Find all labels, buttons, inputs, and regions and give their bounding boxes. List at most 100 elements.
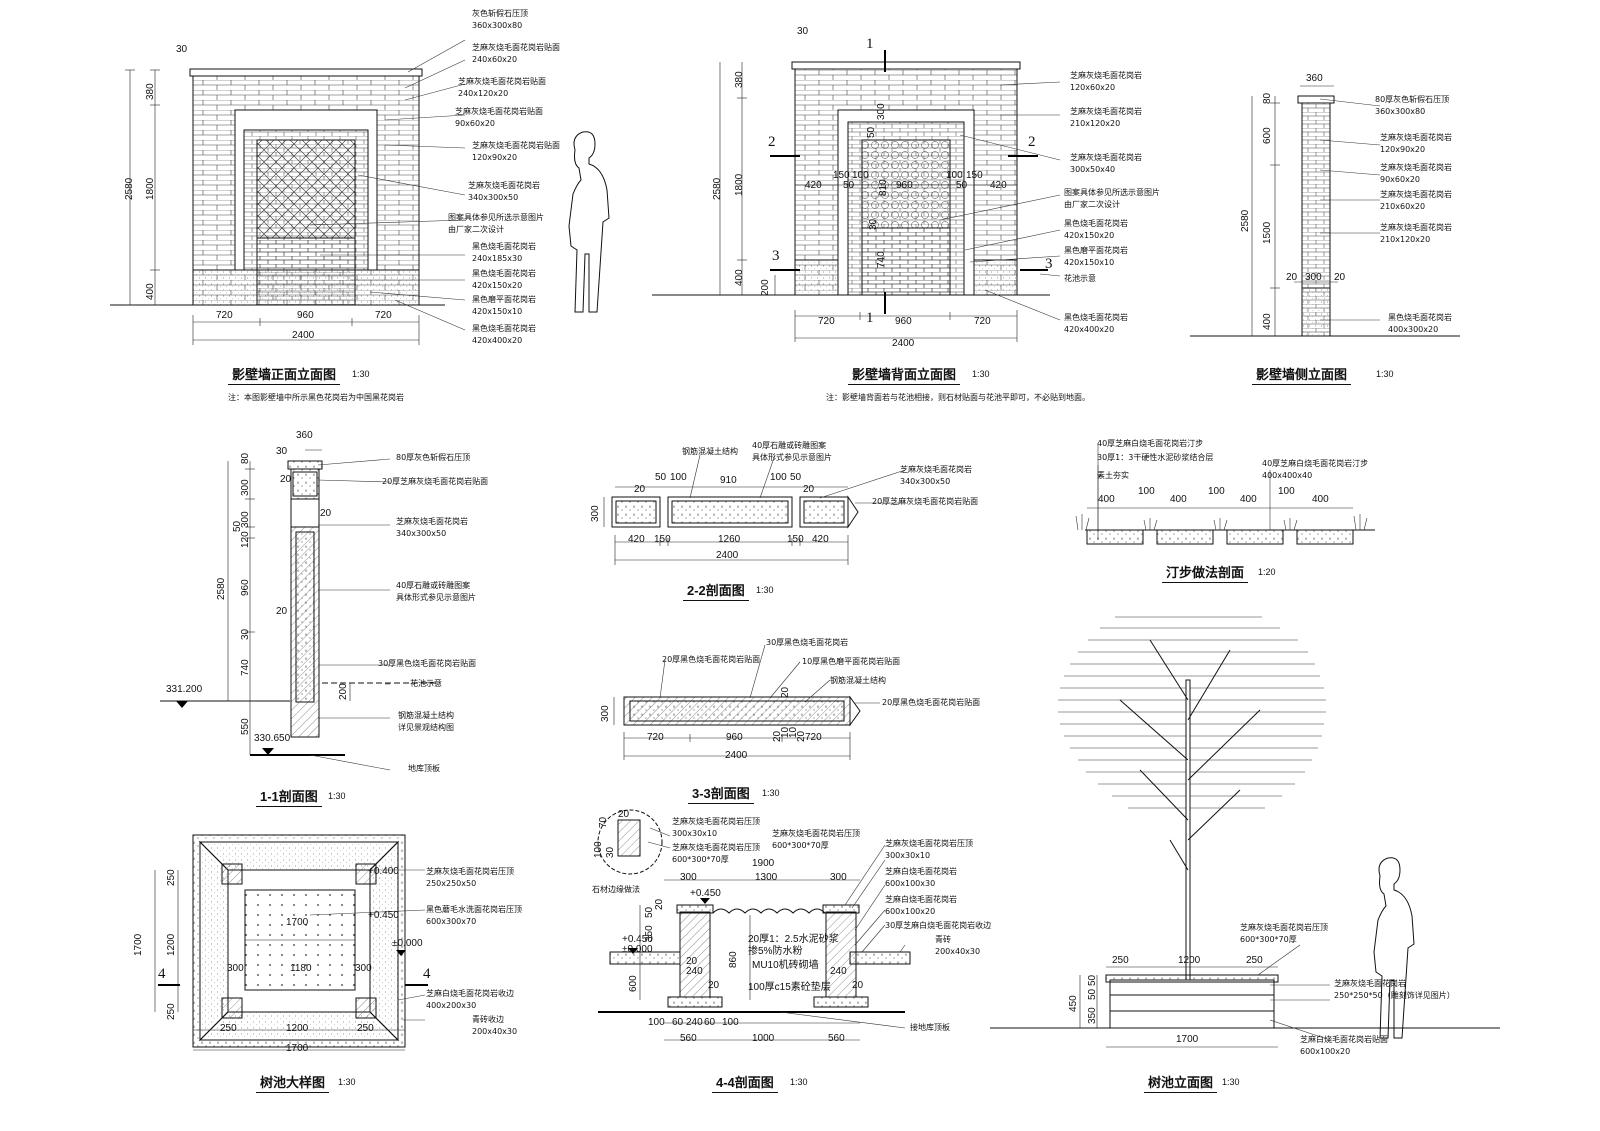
sec22-dim-t100b: 100 xyxy=(770,472,787,483)
sec22-dim-t100a: 100 xyxy=(670,472,687,483)
side-dim-2580: 2580 xyxy=(1240,209,1251,232)
sec44-title: 4-4剖面图 xyxy=(712,1072,778,1093)
sec44-dim-c1000: 1000 xyxy=(752,1033,775,1044)
sec33-dim-b720a: 720 xyxy=(647,732,664,743)
sec44-level-c: ±0.000 xyxy=(622,944,653,955)
sec33-label-4: 20厚黑色烧毛面花岗岩贴面 xyxy=(882,698,981,707)
sec44-dim-b60a: 60 xyxy=(672,1017,684,1028)
treeplan-dim-v250b: 250 xyxy=(166,1003,177,1020)
step-label-2: 素土夯实 xyxy=(1097,471,1129,480)
side-dim-top: 360 xyxy=(1306,73,1323,84)
back-dim-i150l: 150 xyxy=(833,170,850,181)
front-dim-w2: 960 xyxy=(297,310,314,321)
back-dim-cap: 30 xyxy=(797,26,809,37)
sec11-dim-80: 80 xyxy=(240,452,251,464)
sec44-dim-b100a: 100 xyxy=(648,1017,665,1028)
side-elevation xyxy=(1190,85,1460,337)
treeplan-dim-v1200: 1200 xyxy=(166,933,177,956)
sec33-dim-h: 300 xyxy=(600,705,611,722)
sec22-dim-t50b: 50 xyxy=(790,472,802,483)
back-dim-200: 200 xyxy=(760,279,771,296)
treeelev-dim-t1200: 1200 xyxy=(1178,955,1201,966)
sec44-dim-v600: 600 xyxy=(628,975,639,992)
treeplan-dim-v250a: 250 xyxy=(166,869,177,886)
front-label-6: 图案具体参见所选示意图片由厂家二次设计 xyxy=(448,213,544,234)
front-elevation-note: 注：本图影壁墙中所示黑色花岗岩为中国黑花岗岩 xyxy=(228,393,404,402)
sec11-level-1: 331.200 xyxy=(166,684,203,695)
sec44-dim-v100: 100 xyxy=(593,841,604,858)
treeplan-dim-v1700: 1700 xyxy=(133,933,144,956)
front-dim-total-w: 2400 xyxy=(292,330,315,341)
back-dim-mid-h: 1800 xyxy=(734,173,745,196)
sec22-dim-total: 2400 xyxy=(716,550,739,561)
back-dim-740: 740 xyxy=(876,251,887,268)
sec44-dim-v70: 70 xyxy=(598,816,609,828)
sec33-dim-total: 2400 xyxy=(725,750,748,761)
front-elevation-title: 影壁墙正面立面图 xyxy=(228,364,341,385)
sec11-dim-960: 960 xyxy=(240,579,251,596)
sec22-label-3: 20厚芝麻灰烧毛面花岗岩贴面 xyxy=(872,497,979,506)
sec33-title: 3-3剖面图 xyxy=(688,783,754,804)
back-dim-i960: 960 xyxy=(896,180,913,191)
treeplan-level-c: ±0.000 xyxy=(392,938,423,949)
treeplan-dim-in1700: 1700 xyxy=(286,917,309,928)
sec11-dim-20c: 20 xyxy=(276,606,288,617)
sec11-dim-200: 200 xyxy=(338,683,349,700)
sec11-title: 1-1剖面图 xyxy=(256,786,322,807)
sec44-label-11: 100厚c15素砼垫层 xyxy=(748,982,831,993)
back-dim-w3: 720 xyxy=(974,316,991,327)
sec22-dim-b420a: 420 xyxy=(628,534,645,545)
treeplan-title: 树池大样图 xyxy=(256,1072,330,1093)
sec44-dim-t1300: 1300 xyxy=(755,872,778,883)
front-dim-total-h: 2580 xyxy=(124,177,135,200)
sec11-dim-30: 30 xyxy=(276,446,288,457)
sec44-label-10: MU10机砖砌墙 xyxy=(752,960,819,971)
treeelev-dim-t250b: 250 xyxy=(1246,955,1263,966)
back-dim-810: 810 xyxy=(878,179,889,196)
back-dim-total-w: 2400 xyxy=(892,338,915,349)
sec11-label-5: 花池示意 xyxy=(410,679,442,688)
front-dim-w1: 720 xyxy=(216,310,233,321)
sec11-label-1: 20厚芝麻灰烧毛面花岗岩贴面 xyxy=(382,477,489,486)
stepping-title: 汀步做法剖面 xyxy=(1162,562,1249,583)
front-dim-bot-h: 400 xyxy=(145,283,156,300)
treeplan-dim-h300a: 300 xyxy=(227,963,244,974)
front-dim-w3: 720 xyxy=(375,310,392,321)
step-dim-5: 100 xyxy=(1278,486,1295,497)
back-dim-w2: 960 xyxy=(895,316,912,327)
sec22-dim-h: 300 xyxy=(590,505,601,522)
sec44-dim-s20b: 20 xyxy=(708,980,720,991)
back-section-mark-2-left: 2 xyxy=(768,134,776,150)
treeplan-dim-b1200: 1200 xyxy=(286,1023,309,1034)
sec33-dim-b720b: 720 xyxy=(805,732,822,743)
sec44-dim-s240b: 240 xyxy=(830,966,847,977)
tree-pool-plan xyxy=(154,834,428,1051)
sec11-label-3: 40厚石雕或砖雕图案具体形式参见示意图片 xyxy=(396,581,476,602)
treeplan-section-mark-right: 4 xyxy=(423,966,431,982)
sec22-scale: 1:30 xyxy=(756,585,774,595)
back-section-mark-3-right: 3 xyxy=(1045,256,1053,272)
sec11-dim-300a: 300 xyxy=(240,479,251,496)
step-dim-6: 400 xyxy=(1312,494,1329,505)
sec33-dim-s20b: 20 xyxy=(796,730,807,742)
sec22-dim-b150b: 150 xyxy=(787,534,804,545)
sec22-dim-t910: 910 xyxy=(720,475,737,486)
